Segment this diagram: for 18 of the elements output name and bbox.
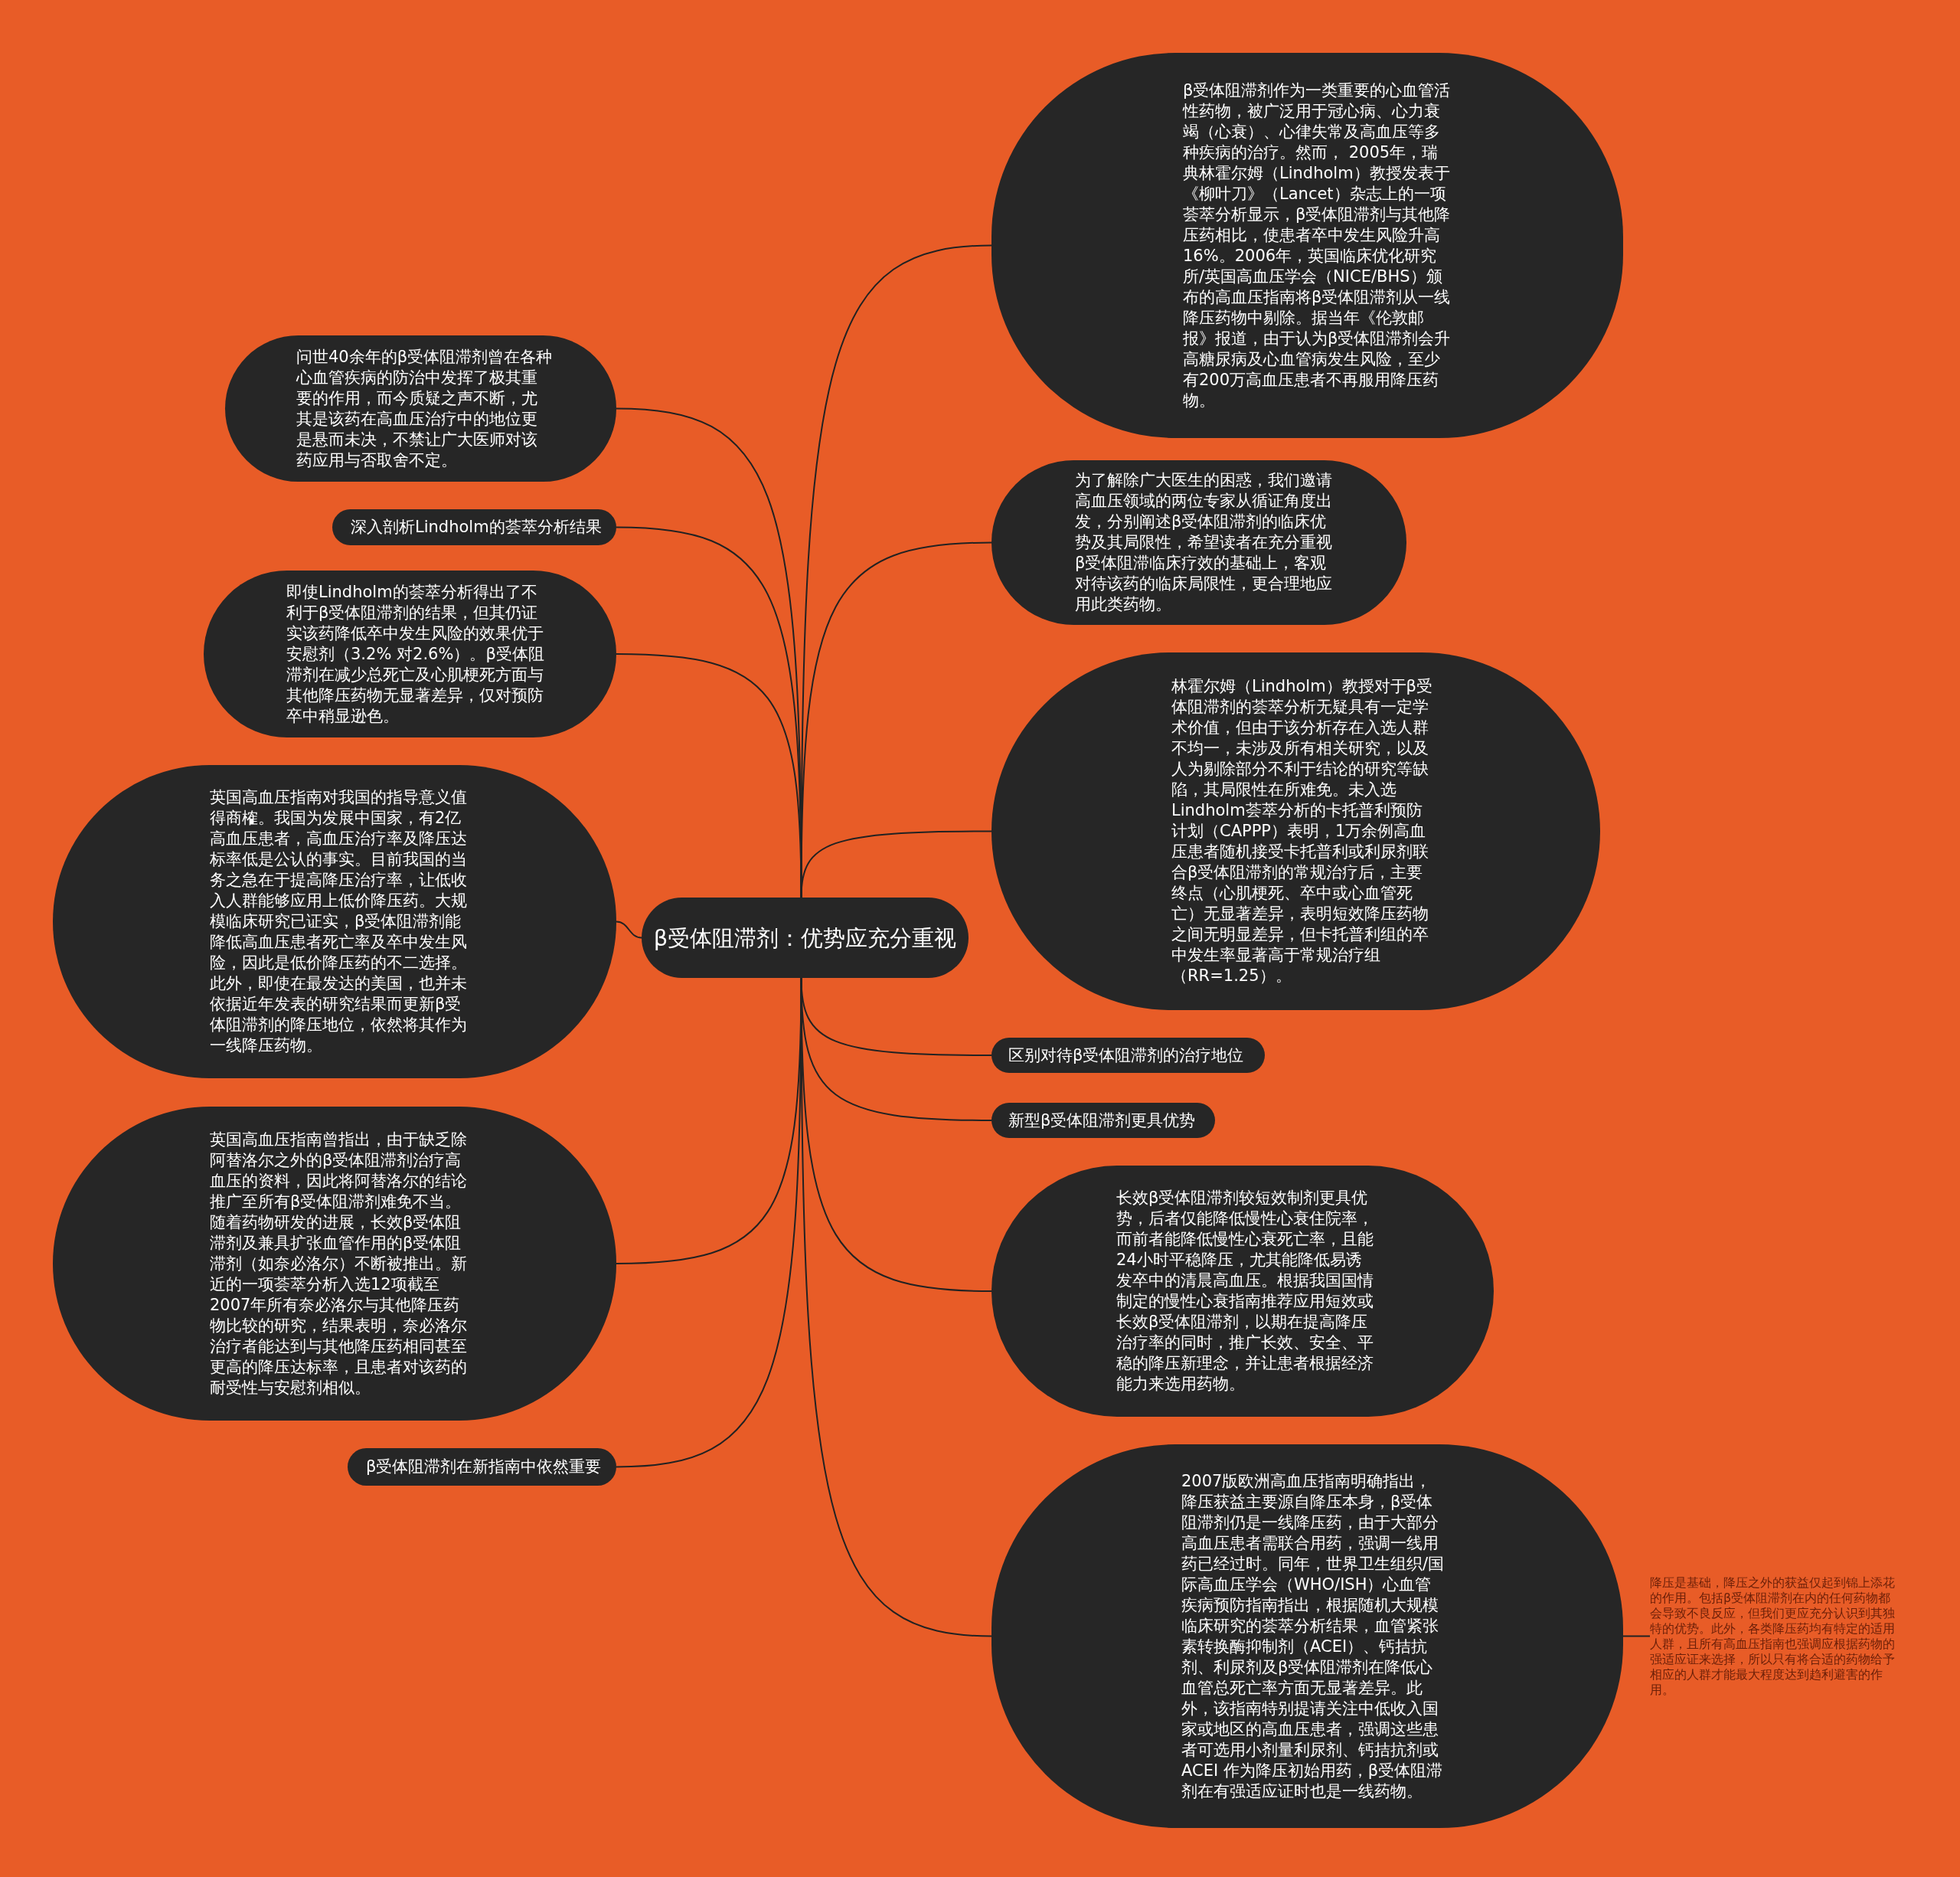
subtopic-label: 新型β受体阻滞剂更具优势 xyxy=(991,1103,1215,1138)
topic-bubble: β受体阻滞剂作为一类重要的心血管活性药物，被广泛用于冠心病、心力衰竭（心衰）、心律失常及高血压等多种疾病的治疗。然而， 2005年，瑞典林霍尔姆（Lindholm）教授发表于《柳叶刀》（Lancet）杂志上的一项荟萃分析显示，β受体阻滞剂与其他降压药相比，使患者卒中发生风险升高16%。2006年，英国临床优化研究所/英国高血压学会（NICE/BHS）颁布的高血压指南将β受体阻滞剂从一线降压药物中剔除。据当年《伦敦邮报》报道，由于认为β受体阻滞剂会升高糖尿病及心血管病发生风险，至少有200万高血压患者不再服用降压药物。 xyxy=(991,53,1623,438)
topic-bubble: 即使Lindholm的荟萃分析得出了不利于β受体阻滞剂的结果，但其仍证实该药降低卒中发生风险的效果优于安慰剂（3.2% 对2.6%）。β受体阻滞剂在减少总死亡及心肌梗死方面与其他降压药物无显著差异，仅对预防卒中稍显逊色。 xyxy=(204,571,616,737)
topic-bubble: 2007版欧洲高血压指南明确指出，降压获益主要源自降压本身，β受体阻滞剂仍是一线降压药，由于大部分高血压患者需联合用药，强调一线用药已经过时。同年，世界卫生组织/国际高血压学会（WHO/ISH）心血管疾病预防指南指出，根据随机大规模临床研究的荟萃分析结果，血管紧张素转换酶抑制剂（ACEI）、钙拮抗剂、利尿剂及β受体阻滞剂在降低心血管总死亡率方面无显著差异。此外，该指南特别提请关注中低收入国家或地区的高血压患者，强调这些患者可选用小剂量利尿剂、钙拮抗剂或ACEI 作为降压初始用药，β受体阻滞剂在有强适应证时也是一线药物。 xyxy=(991,1444,1623,1828)
subtopic-label: 深入剖析Lindholm的荟萃分析结果 xyxy=(332,509,616,545)
topic-bubble: 为了解除广大医生的困惑，我们邀请高血压领域的两位专家从循证角度出发，分别阐述β受体阻滞剂的临床优势及其局限性，希望读者在充分重视β受体阻滞临床疗效的基础上，客观对待该药的临床局限性，更合理地应用此类药物。 xyxy=(991,460,1406,625)
topic-bubble: 林霍尔姆（Lindholm）教授对于β受体阻滞剂的荟萃分析无疑具有一定学术价值，但由于该分析存在入选人群不均一，未涉及所有相关研究，以及人为剔除部分不利于结论的研究等缺陷，其局限性在所难免。未入选Lindholm荟萃分析的卡托普利预防计划（CAPPP）表明，1万余例高血压患者随机接受卡托普利或利尿剂联合β受体阻滞剂的常规治疗后，主要终点（心肌梗死、卒中或心血管死亡）无显著差异，表明短效降压药物之间无明显差异，但卡托普利组的卒中发生率显著高于常规治疗组（RR=1.25）。 xyxy=(991,652,1600,1010)
topic-bubble: 长效β受体阻滞剂较短效制剂更具优势，后者仅能降低慢性心衰住院率，而前者能降低慢性心衰死亡率，且能24小时平稳降压，尤其能降低易诱发卒中的清晨高血压。根据我国国情制定的慢性心衰指南推荐应用短效或长效β受体阻滞剂，以期在提高降压治疗率的同时，推广长效、安全、平稳的降压新理念，并让患者根据经济能力来选用药物。 xyxy=(991,1166,1494,1417)
connector-line xyxy=(616,921,642,939)
topic-bubble: 英国高血压指南曾指出，由于缺乏除阿替洛尔之外的β受体阻滞剂治疗高血压的资料，因此将阿替洛尔的结论推广至所有β受体阻滞剂难免不当。随着药物研发的进展，长效β受体阻滞剂及兼具扩张血管作用的β受体阻滞剂（如奈必洛尔）不断被推出。新近的一项荟萃分析入选12项截至2007年所有奈必洛尔与其他降压药物比较的研究，结果表明，奈必洛尔治疗者能达到与其他降压药相同甚至更高的降压达标率，且患者对该药的耐受性与安慰剂相似。 xyxy=(53,1107,616,1421)
note-text: 降压是基础，降压之外的获益仅起到锦上添花的作用。包括β受体阻滞剂在内的任何药物都会导致不良反应，但我们更应充分认识到其独特的优势。此外，各类降压药均有特定的适用人群，且所有高血压指南也强调应根据药物的强适应证来选择，所以只有将合适的药物给予相应的人群才能最大程度达到趋利避害的作用。 xyxy=(1650,1569,1906,1703)
connector-line xyxy=(800,830,992,898)
topic-bubble: 英国高血压指南对我国的指导意义值得商榷。我国为发展中国家，有2亿高血压患者，高血压治疗率及降压达标率低是公认的事实。目前我国的当务之急在于提高降压治疗率，让低收入人群能够应用上低价降压药。大规模临床研究已证实，β受体阻滞剂能降低高血压患者死亡率及卒中发生风险，因此是低价降压药的不二选择。此外，即使在最发达的美国，也并未依据近年发表的研究结果而更新β受体阻滞剂的降压地位，依然将其作为一线降压药物。 xyxy=(53,765,616,1078)
central-topic: β受体阻滞剂：优势应充分重视 xyxy=(642,898,969,978)
subtopic-label: 区别对待β受体阻滞剂的治疗地位 xyxy=(991,1038,1265,1073)
subtopic-label: β受体阻滞剂在新指南中依然重要 xyxy=(348,1448,616,1486)
connector-line xyxy=(1622,1635,1651,1637)
topic-bubble: 问世40余年的β受体阻滞剂曾在各种心血管疾病的防治中发挥了极其重要的作用，而今质疑之声不断，尤其是该药在高血压治疗中的地位更是悬而未决，不禁让广大医师对该药应用与否取舍不定。 xyxy=(225,335,616,482)
